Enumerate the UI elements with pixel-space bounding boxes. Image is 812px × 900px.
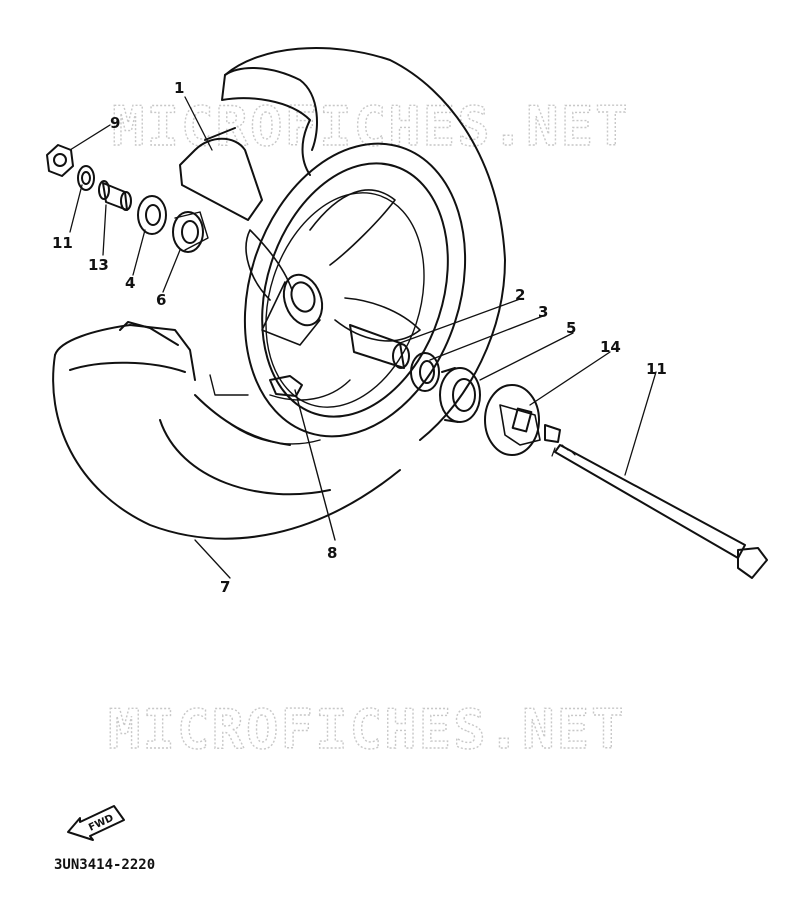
callout-1: 1 (174, 79, 184, 97)
tire-lower (52, 321, 401, 540)
fwd-arrow-icon (67, 805, 125, 841)
callout-5: 5 (566, 319, 576, 337)
watermark-bottom: MICROFICHES.NET (108, 698, 626, 761)
callout-11-axle: 11 (646, 360, 667, 378)
callout-14: 14 (600, 338, 621, 356)
callout-8: 8 (327, 544, 337, 562)
meter-gear-unit (484, 384, 561, 456)
collar (349, 324, 410, 369)
callout-9: 9 (110, 114, 120, 132)
oil-seal (410, 352, 440, 392)
oil-seal-left (137, 195, 167, 235)
tire-upper (179, 47, 506, 441)
bearing-right (439, 367, 481, 423)
callout-2: 2 (515, 286, 525, 304)
wheel-hub (261, 273, 324, 346)
watermark-top: MICROFICHES.NET (112, 95, 630, 158)
callout-4: 4 (125, 274, 135, 292)
callout-3: 3 (538, 303, 548, 321)
bearing-left (172, 211, 209, 253)
washer (77, 165, 95, 191)
spacer (98, 180, 132, 211)
wheel-axle (551, 444, 768, 579)
wheel-rim (209, 142, 467, 445)
callout-13: 13 (88, 256, 109, 274)
callout-7: 7 (220, 578, 230, 596)
callout-6: 6 (156, 291, 166, 309)
leader-lines (69, 96, 657, 579)
air-valve (269, 375, 336, 541)
part-code: 3UN3414-2220 (54, 857, 155, 873)
callout-11-washer: 11 (52, 234, 73, 252)
axle-nut (46, 144, 74, 177)
